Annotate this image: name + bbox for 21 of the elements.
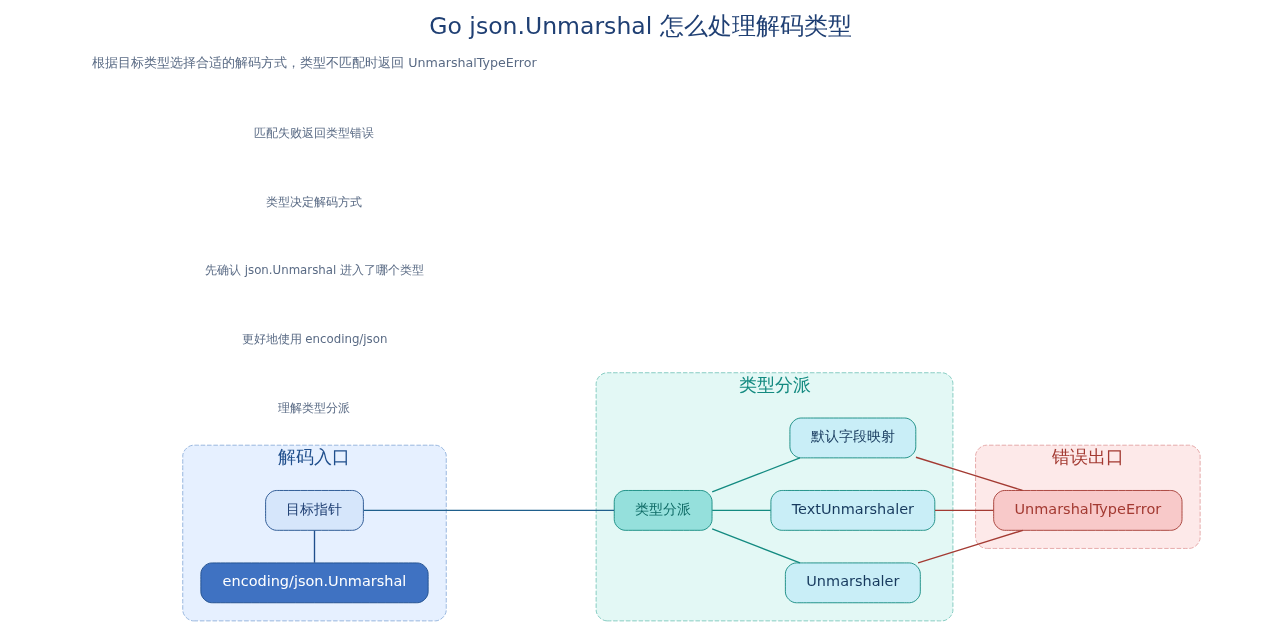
connector xyxy=(711,509,771,512)
diagram-title: Go json.Unmarshal 怎么处理解码类型 xyxy=(428,12,852,41)
caption: 根据目标类型选择合适的解码方式，类型不匹配时返回 UnmarshalTypeError xyxy=(91,55,537,71)
connector xyxy=(362,509,615,512)
connector xyxy=(933,509,994,512)
node-box: 默认字段映射 xyxy=(788,417,916,459)
connector xyxy=(711,457,801,493)
label: 先确认 json.Unmarshal 进入了哪个类型 xyxy=(204,263,424,278)
node-box: Unmarshaler xyxy=(784,562,921,604)
label: 类型决定解码方式 xyxy=(266,194,362,209)
label: 理解类型分派 xyxy=(278,401,350,416)
node-box: encoding/json.Unmarshal xyxy=(199,562,429,604)
label: 更好地使用 encoding/json xyxy=(241,332,387,347)
node-box: TextUnmarshaler xyxy=(769,490,935,531)
connector xyxy=(313,529,315,564)
node-box: 目标指针 xyxy=(264,490,364,531)
connector xyxy=(914,456,1023,492)
node-box: UnmarshalTypeError xyxy=(992,490,1182,531)
label: 匹配失败返回类型错误 xyxy=(254,125,374,140)
connector xyxy=(711,528,801,564)
node-box: 类型分派 xyxy=(613,490,712,531)
